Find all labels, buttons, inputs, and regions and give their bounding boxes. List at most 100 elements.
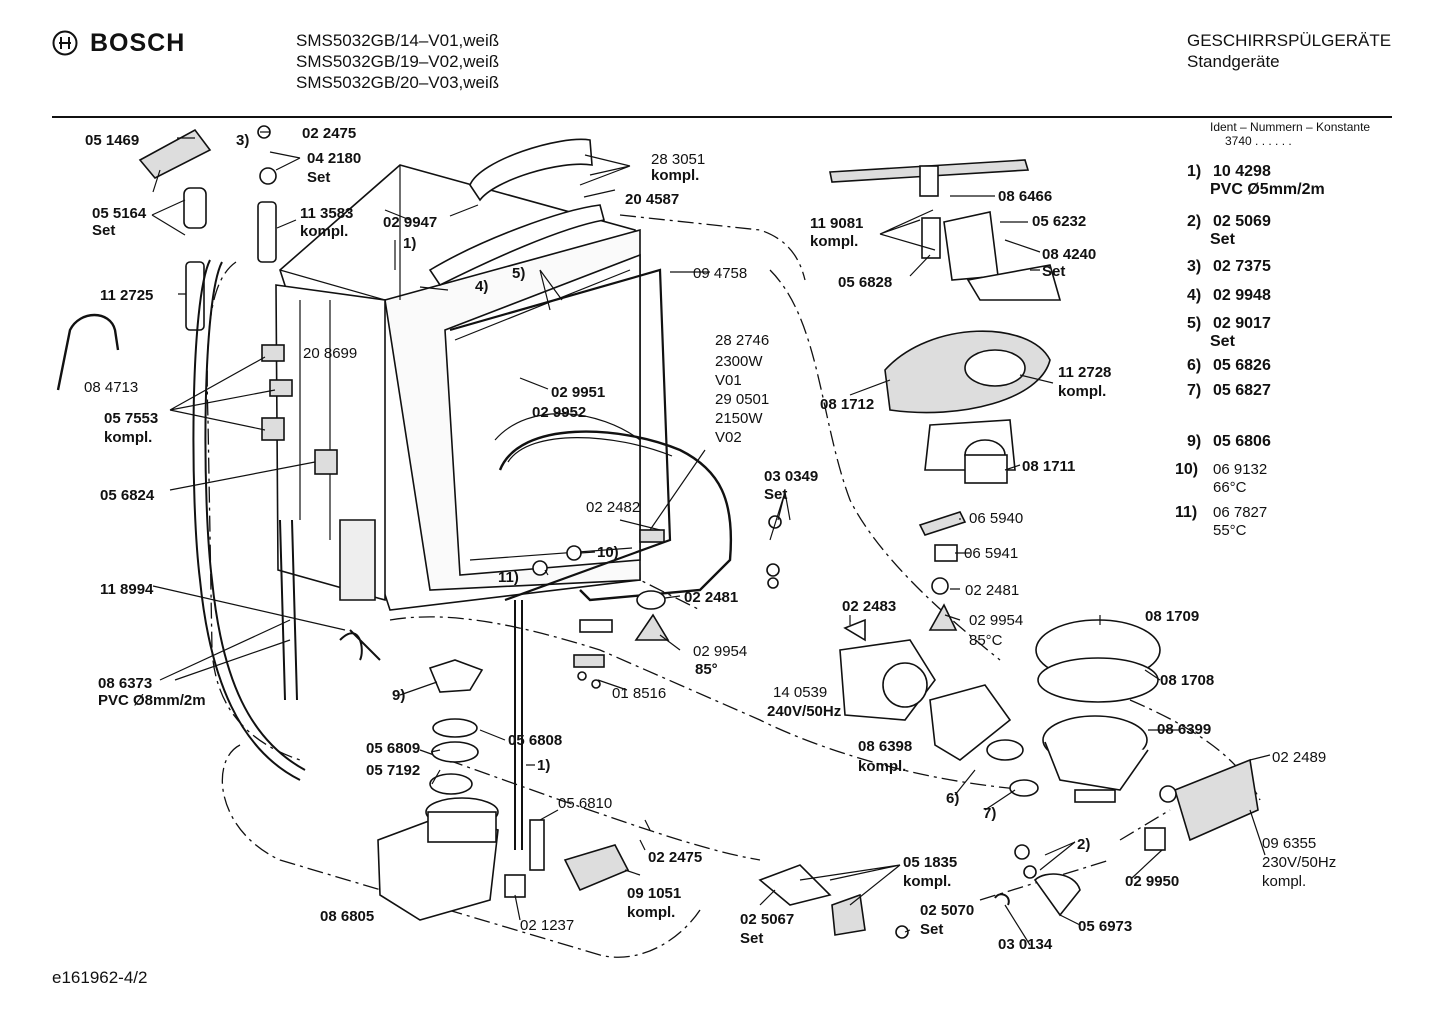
- bosch-logo: BOSCH: [52, 30, 185, 56]
- part-label: 02 9954: [693, 643, 747, 660]
- part-label: 06 5941: [964, 545, 1018, 562]
- part-label: 1): [537, 757, 550, 774]
- model-line: SMS5032GB/19–V02,weiß: [296, 52, 500, 71]
- part-label: 11 2728: [1058, 364, 1111, 381]
- legend-item: 6)05 6826: [1187, 357, 1271, 374]
- part-label: 9): [392, 687, 405, 704]
- part-label: 3): [236, 132, 249, 149]
- drain-hose: [279, 519, 381, 701]
- model-list: SMS5032GB/14–V01,weiß SMS5032GB/19–V02,w…: [296, 30, 499, 93]
- part-label: 11 9081: [810, 215, 863, 232]
- part-label: 02 9954: [969, 612, 1023, 629]
- bosch-armature-icon: [52, 30, 78, 56]
- part-label: 02 2482: [586, 499, 640, 516]
- pump-pot: [1035, 619, 1161, 803]
- part-label: PVC Ø8mm/2m: [98, 692, 206, 709]
- upper-spray-arm: [829, 159, 1062, 301]
- valve-assembly: [504, 600, 630, 898]
- part-label: 02 9947: [383, 214, 437, 231]
- part-label: 09 6355: [1262, 835, 1316, 852]
- part-label: 05 6810: [558, 795, 612, 812]
- pump-route: [769, 269, 1001, 661]
- part-label: 08 6466: [998, 188, 1052, 205]
- part-label: 08 6399: [1157, 721, 1211, 738]
- part-label: Set: [1042, 263, 1065, 280]
- model-line: SMS5032GB/14–V01,weiß: [296, 31, 500, 50]
- part-label: 02 5067: [740, 911, 794, 928]
- hinge-bracket: [138, 128, 212, 180]
- lower-route: [419, 749, 761, 861]
- part-label: 05 6973: [1078, 918, 1132, 935]
- part-label: 05 6808: [508, 732, 562, 749]
- document-code: e161962-4/2: [52, 968, 148, 987]
- part-label: 85°: [695, 661, 718, 678]
- part-label: 02 9952: [532, 404, 586, 421]
- part-label: 02 2481: [684, 589, 738, 606]
- diverter-parts: [843, 511, 967, 642]
- part-label: 85°C: [969, 632, 1003, 649]
- part-label: 05 7192: [366, 762, 420, 779]
- part-label: 5): [512, 265, 525, 282]
- part-label: 11 3583: [300, 205, 353, 222]
- leader-lines: [151, 131, 1271, 946]
- part-label: 29 0501: [715, 391, 769, 408]
- part-label: 20 4587: [625, 191, 679, 208]
- part-label: 08 6805: [320, 908, 374, 925]
- part-label: 14 0539: [773, 684, 827, 701]
- part-label: 1): [403, 235, 416, 252]
- part-label: V01: [715, 372, 742, 389]
- legend-item: 7)05 6827: [1187, 382, 1271, 399]
- category-subtitle: Standgeräte: [1187, 52, 1280, 71]
- part-label: Set: [920, 921, 943, 938]
- part-label: 05 6824: [100, 487, 155, 504]
- part-label: 05 7553: [104, 410, 158, 427]
- part-label: 09 4758: [693, 265, 747, 282]
- legend-item: 9)05 6806: [1187, 433, 1271, 450]
- part-label: 03 0349: [764, 468, 818, 485]
- part-label: 02 2489: [1272, 749, 1326, 766]
- heater-element: [498, 430, 733, 602]
- part-label: 02 2481: [965, 582, 1019, 599]
- tub-outline: [206, 261, 301, 761]
- hose-route: [389, 616, 1031, 791]
- part-label: kompl.: [858, 758, 906, 775]
- part-label: 05 6828: [838, 274, 892, 291]
- part-label: 01 8516: [612, 685, 666, 702]
- part-label: 02 1237: [520, 917, 574, 934]
- brand-name: BOSCH: [90, 28, 186, 57]
- drain-elbow: [994, 844, 1081, 917]
- part-label: 02 2475: [648, 849, 702, 866]
- part-label: 05 6809: [366, 740, 420, 757]
- legend-item: 4)02 9948: [1187, 287, 1271, 304]
- part-label: Set: [740, 930, 763, 947]
- part-label: 2): [1077, 836, 1090, 853]
- part-label: 03 0134: [998, 936, 1053, 953]
- cable-clip: [56, 313, 120, 391]
- part-label: 28 2746: [715, 332, 769, 349]
- part-label: 08 4240: [1042, 246, 1096, 263]
- part-label: 02 2475: [302, 125, 356, 142]
- part-label: 08 6373: [98, 675, 152, 692]
- part-label: 02 2483: [842, 598, 896, 615]
- ident-value: 3740 . . . . . .: [1225, 134, 1292, 148]
- part-label: kompl.: [810, 233, 858, 250]
- category-title: GESCHIRRSPÜLGERÄTE: [1187, 31, 1392, 50]
- part-label: 240V/50Hz: [767, 703, 841, 720]
- base-outline: [221, 744, 701, 958]
- sump-assembly: [377, 659, 499, 921]
- inlet-valve: [1144, 758, 1259, 851]
- part-label: 08 1708: [1160, 672, 1214, 689]
- part-label: 02 5070: [920, 902, 974, 919]
- part-label: kompl.: [104, 429, 152, 446]
- category-block: GESCHIRRSPÜLGERÄTE Standgeräte: [1187, 30, 1391, 72]
- circulation-pump: [839, 639, 1039, 797]
- part-label: 4): [475, 278, 488, 295]
- inlet-hose: [192, 259, 306, 781]
- dishwasher-cabinet: [275, 164, 641, 611]
- part-label: 02 9950: [1125, 873, 1179, 890]
- arm-route: [619, 214, 806, 281]
